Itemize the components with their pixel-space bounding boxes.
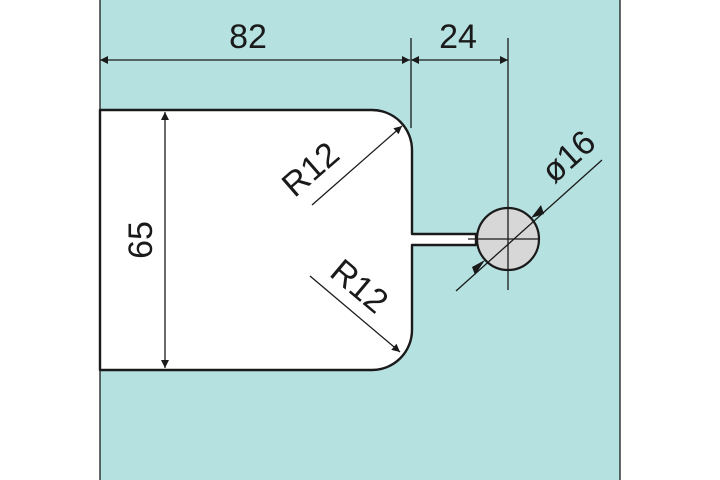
notch-cutout — [98, 108, 478, 372]
diameter-leader — [455, 159, 603, 292]
diameter-arrow-upper — [531, 205, 544, 218]
radius-leader-top — [311, 125, 403, 206]
dim-text-82: 82 — [229, 18, 267, 56]
radius-leader-bottom — [309, 275, 401, 353]
dim-text-65: 65 — [122, 221, 160, 259]
diameter-arrow-lower — [472, 260, 485, 275]
dim-text-24: 24 — [439, 18, 477, 56]
